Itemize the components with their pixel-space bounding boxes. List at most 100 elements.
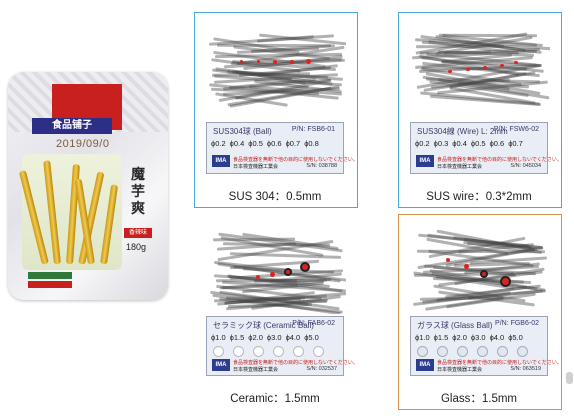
size-label: ϕ0.5 xyxy=(248,139,263,148)
panel-caption: Ceramic：1.5mm xyxy=(230,393,320,405)
bead xyxy=(273,346,284,357)
test-piece-card: SUS304球 (Ball) P/N: FSB6-01 ϕ0.2 ϕ0.4 ϕ0… xyxy=(206,122,358,174)
card-part-number: P/N: FSW6-02 xyxy=(493,126,539,133)
contaminant-dot xyxy=(464,264,469,269)
contaminant-dot xyxy=(273,60,277,64)
size-label: ϕ1.0 xyxy=(415,333,430,342)
card-warning: 食品検査器を無断で他の目的に使用しないでください。 xyxy=(437,360,562,366)
contaminant-wire xyxy=(514,61,518,64)
size-label: ϕ0.8 xyxy=(304,139,319,148)
bead xyxy=(457,346,468,357)
card-part-number: P/N: FGB6-02 xyxy=(495,320,539,327)
size-label: ϕ2.0 xyxy=(248,333,263,342)
contaminant-dot xyxy=(446,258,450,262)
size-label: ϕ0.7 xyxy=(508,139,523,148)
size-label: ϕ0.3 xyxy=(433,139,449,148)
size-label: ϕ0.6 xyxy=(489,139,505,148)
contaminant-dot xyxy=(240,60,243,63)
panel-frame xyxy=(194,12,358,208)
bead xyxy=(477,346,488,357)
sample-panel-sus304-ball: SUS304球 (Ball) P/N: FSB6-01 ϕ0.2 ϕ0.4 ϕ0… xyxy=(204,18,358,188)
size-label: ϕ1.0 xyxy=(211,333,226,342)
card-serial: S/N: 032537 xyxy=(306,366,337,372)
contaminant-dot xyxy=(306,59,311,64)
stick-bundle-xray xyxy=(408,222,550,314)
bead xyxy=(313,346,324,357)
package-green-label xyxy=(28,272,72,279)
contaminant-ball xyxy=(480,270,488,278)
card-warning: 食品検査器を無断で他の目的に使用しないでください。 xyxy=(233,157,358,163)
size-label: ϕ1.5 xyxy=(433,333,449,342)
card-serial: S/N: 045034 xyxy=(510,163,541,169)
card-part-number: P/N: FAB6-02 xyxy=(292,320,335,327)
bead xyxy=(213,346,224,357)
contaminant-wire xyxy=(483,66,487,69)
contaminant-wire xyxy=(466,68,470,71)
card-warning: 食品検査器を無断で他の目的に使用しないでください。 xyxy=(437,157,562,163)
card-size-row: ϕ0.2 ϕ0.4 ϕ0.5 ϕ0.6 ϕ0.7 ϕ0.8 xyxy=(211,139,319,148)
card-maker: 日本検査機器工業会 xyxy=(437,367,483,373)
size-label: ϕ4.0 xyxy=(489,333,505,342)
contaminant-wire xyxy=(500,64,504,67)
card-title: SUS304線 (Wire) L: 2mm xyxy=(417,127,508,136)
bead xyxy=(233,346,244,357)
ima-logo: IMA xyxy=(416,155,434,167)
test-piece-card: ガラス球 (Glass Ball) P/N: FGB6-02 ϕ1.0 ϕ1.5… xyxy=(410,316,562,376)
panel-caption: SUS wire：0.3*2mm xyxy=(426,191,532,203)
card-title: セラミック球 (Ceramic Ball) xyxy=(213,321,314,330)
bead xyxy=(293,346,304,357)
size-label: ϕ0.2 xyxy=(211,139,226,148)
package-flavor-tag: 香辣味 xyxy=(124,228,152,238)
bead xyxy=(497,346,508,357)
panel-frame xyxy=(398,12,562,208)
bead xyxy=(517,346,528,357)
contaminant-ball xyxy=(284,268,292,276)
contaminant-dot xyxy=(290,60,294,64)
panel-caption: Glass：1.5mm xyxy=(440,393,518,405)
size-label: ϕ1.5 xyxy=(229,333,245,342)
contaminant-dot xyxy=(256,275,260,279)
test-piece-card: セラミック球 (Ceramic Ball) P/N: FAB6-02 ϕ1.0 … xyxy=(206,316,358,376)
size-label: ϕ0.4 xyxy=(452,139,467,148)
stick-bundle-xray xyxy=(408,18,550,110)
panel-caption: SUS 304：0.5mm xyxy=(228,191,322,203)
scroll-handle[interactable] xyxy=(566,372,573,384)
sample-panel-glass: ガラス球 (Glass Ball) P/N: FGB6-02 ϕ1.0 ϕ1.5… xyxy=(408,222,562,386)
card-size-row: ϕ1.0 ϕ1.5 ϕ2.0 ϕ3.0 ϕ4.0 ϕ5.0 xyxy=(415,333,523,342)
package-brand-label: 食品铺子 xyxy=(32,118,112,134)
panel-frame xyxy=(398,214,562,410)
size-label: ϕ4.0 xyxy=(285,333,301,342)
size-label: ϕ0.6 xyxy=(266,139,282,148)
size-label: ϕ0.7 xyxy=(285,139,301,148)
size-label: ϕ5.0 xyxy=(508,333,523,342)
stick-bundle-xray xyxy=(204,222,346,314)
card-title: SUS304球 (Ball) xyxy=(213,127,272,136)
contaminant-dot xyxy=(270,272,275,277)
sample-panel-ceramic: セラミック球 (Ceramic Ball) P/N: FAB6-02 ϕ1.0 … xyxy=(204,222,358,386)
package-product-name: 魔芋爽 xyxy=(131,166,145,216)
ima-logo: IMA xyxy=(212,359,230,371)
ima-logo: IMA xyxy=(212,155,230,167)
package-red-label xyxy=(28,281,72,288)
size-label: ϕ0.2 xyxy=(415,139,430,148)
card-size-row: ϕ1.0 ϕ1.5 ϕ2.0 ϕ3.0 ϕ4.0 ϕ5.0 xyxy=(211,333,319,342)
bead-row xyxy=(213,344,324,357)
card-serial: S/N: 038788 xyxy=(306,163,337,169)
size-label: ϕ0.4 xyxy=(229,139,245,148)
product-package-image: 食品铺子 2019/09/0 魔芋爽 香辣味 180g xyxy=(8,72,168,300)
contaminant-wire xyxy=(448,70,452,73)
sample-panel-sus-wire: SUS304線 (Wire) L: 2mm P/N: FSW6-02 ϕ0.2 … xyxy=(408,18,562,188)
size-label: ϕ5.0 xyxy=(304,333,319,342)
contaminant-ball xyxy=(300,262,310,272)
card-part-number: P/N: FSB6-01 xyxy=(291,126,335,133)
package-product-window xyxy=(18,154,122,270)
card-serial: S/N: 063519 xyxy=(510,366,541,372)
card-maker: 日本検査機器工業会 xyxy=(437,164,483,170)
contaminant-ball xyxy=(500,276,511,287)
card-maker: 日本検査機器工業会 xyxy=(233,367,279,373)
size-label: ϕ2.0 xyxy=(452,333,467,342)
bead xyxy=(417,346,428,357)
test-piece-card: SUS304線 (Wire) L: 2mm P/N: FSW6-02 ϕ0.2 … xyxy=(410,122,562,174)
size-label: ϕ0.5 xyxy=(470,139,486,148)
stick-bundle-xray xyxy=(204,18,346,110)
